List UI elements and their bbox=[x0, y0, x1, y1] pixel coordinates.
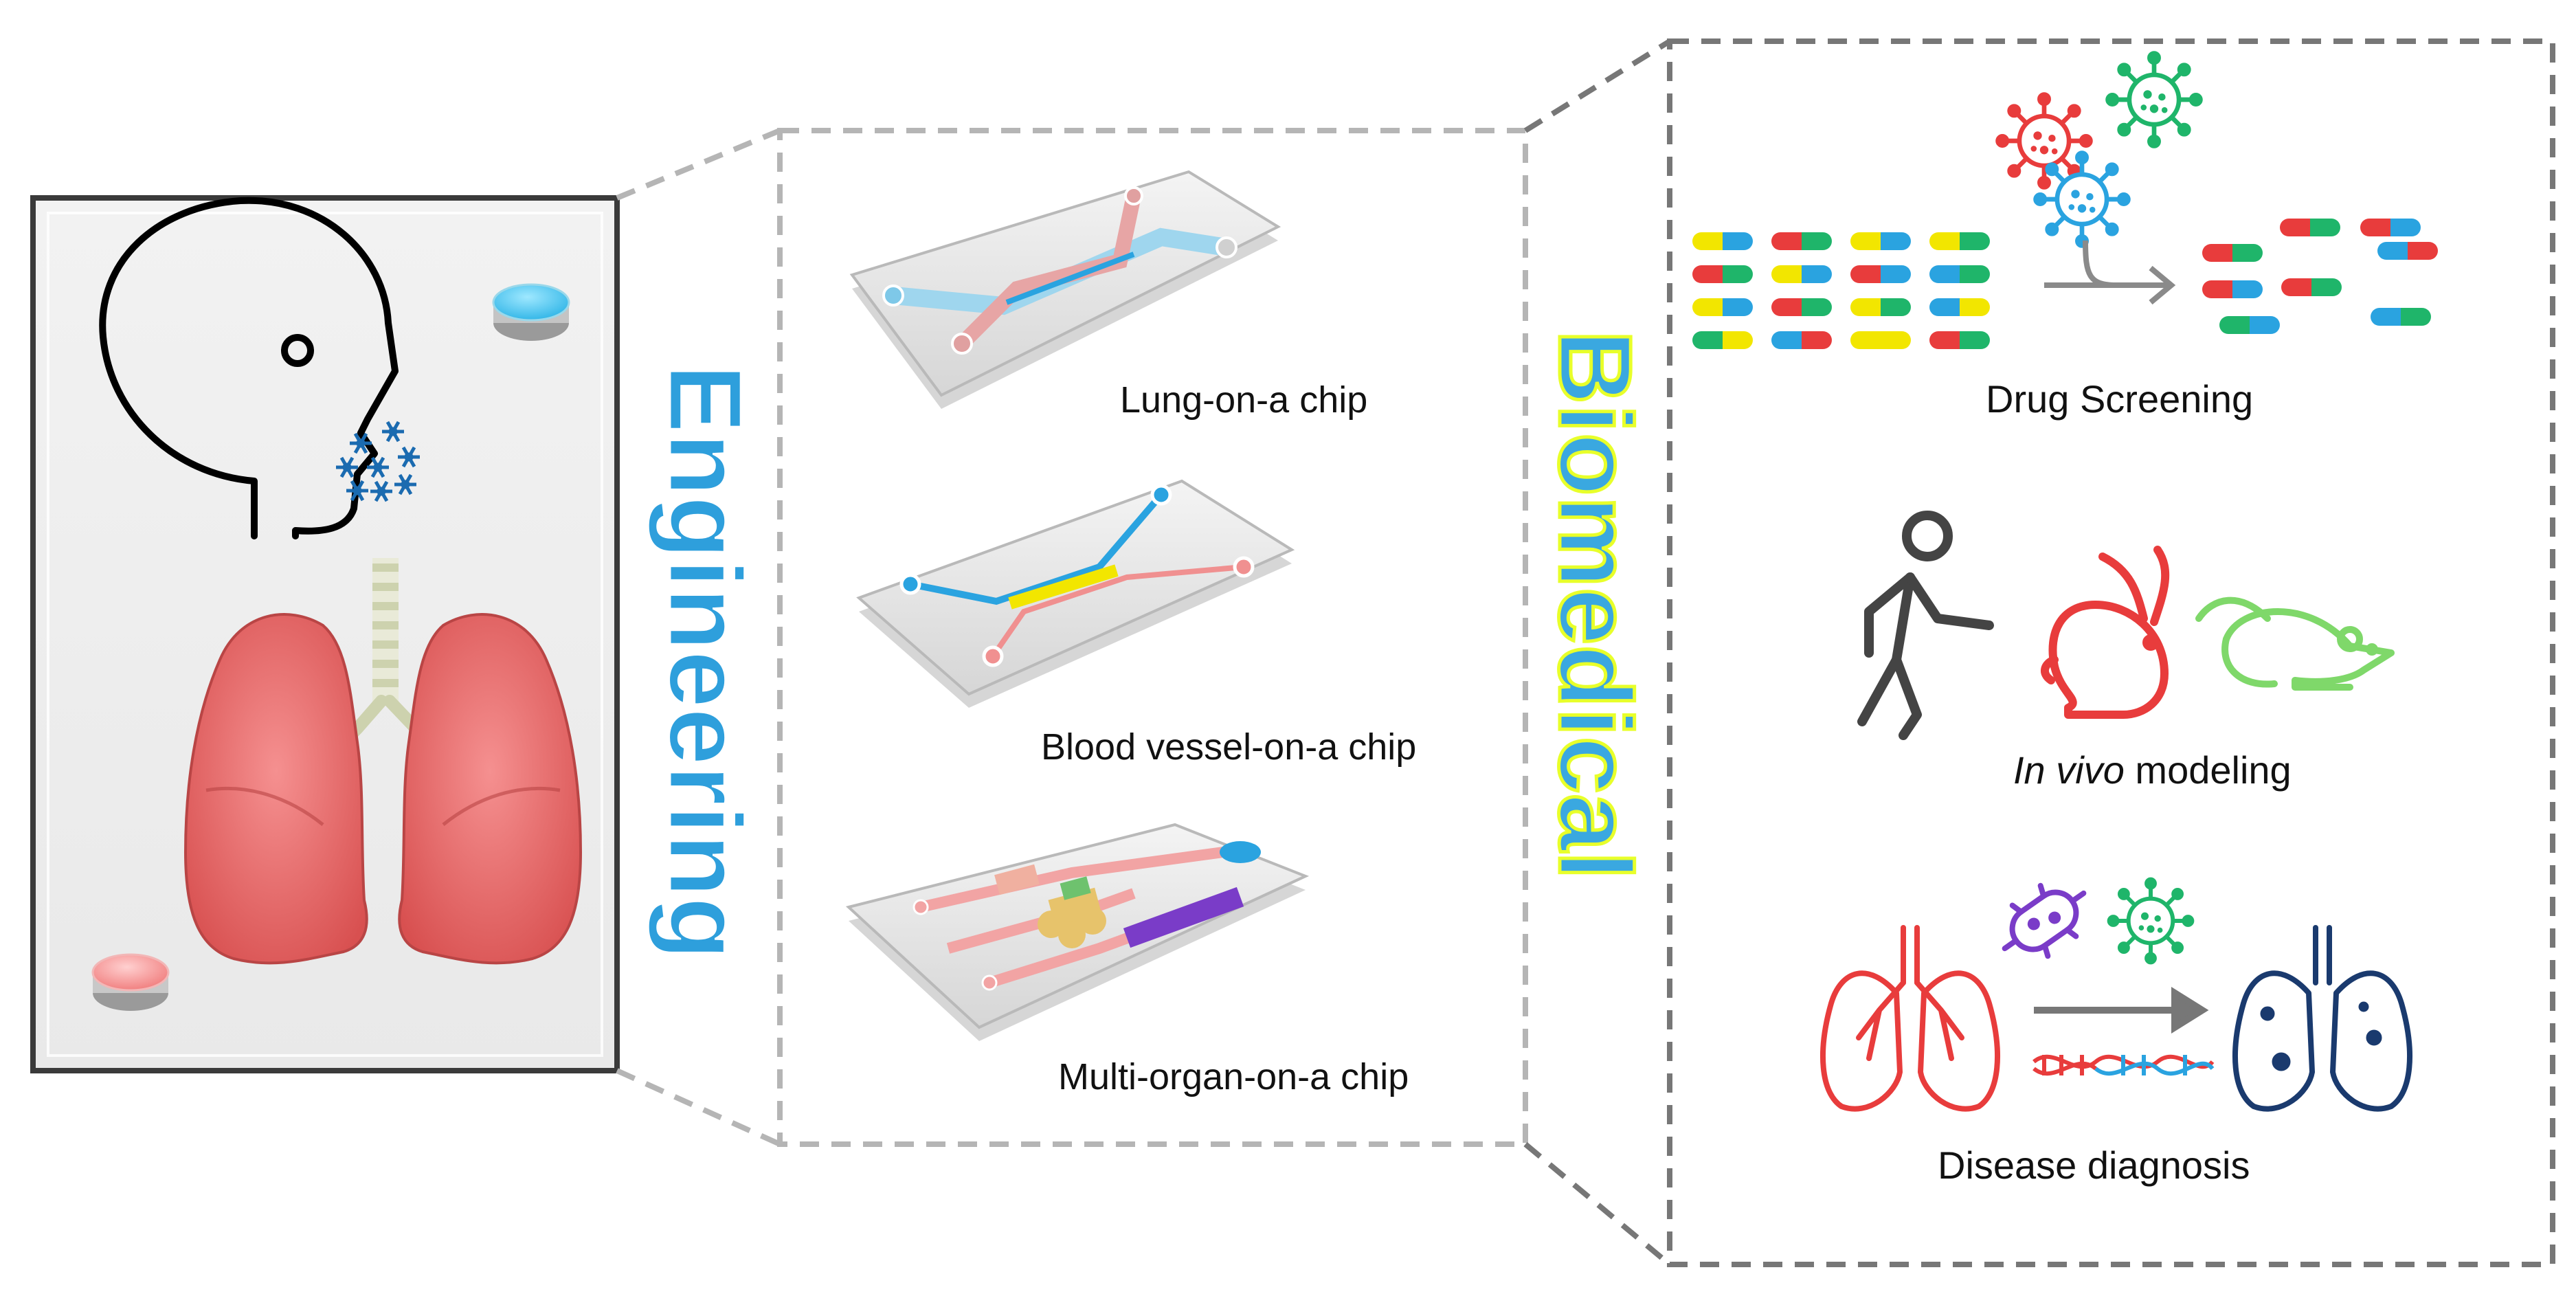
capsule-icon bbox=[2202, 280, 2263, 298]
disease-diagnosis-label: Disease diagnosis bbox=[1938, 1144, 2250, 1187]
capsule-icon bbox=[1929, 232, 1990, 250]
engineering-title: Engineering bbox=[648, 364, 763, 960]
lung-chip-icon bbox=[849, 170, 1281, 409]
capsule-icon bbox=[1850, 331, 1911, 349]
capsule-icon bbox=[1850, 232, 1911, 250]
capsule-icon bbox=[1850, 298, 1911, 316]
arrow-icon bbox=[2044, 240, 2176, 305]
capsule-icon bbox=[1771, 331, 1832, 349]
capsule-icon bbox=[2219, 316, 2280, 334]
mouse-icon bbox=[2195, 596, 2395, 691]
capsule-icon bbox=[1929, 331, 1990, 349]
multi-organ-chip-label: Multi-organ-on-a chip bbox=[1058, 1056, 1409, 1097]
capsule-icon bbox=[1771, 298, 1832, 316]
red-port-button bbox=[91, 953, 170, 1011]
biomedical-title: Biomedical bbox=[1538, 330, 1653, 880]
capsule-icon bbox=[1692, 265, 1753, 283]
diagnosis-arrow-icon bbox=[2034, 986, 2209, 1034]
human-head-icon bbox=[99, 197, 399, 539]
capsule-icon bbox=[1929, 265, 1990, 283]
bacteria-icon bbox=[2002, 882, 2087, 959]
capsule-icon bbox=[1692, 298, 1753, 316]
capsule-icon bbox=[1771, 265, 1832, 283]
vessel-chip-label: Blood vessel-on-a chip bbox=[1041, 726, 1416, 768]
multi-organ-chip-icon bbox=[845, 823, 1310, 1041]
left-panel bbox=[30, 195, 620, 1073]
virus-icon-green bbox=[2108, 54, 2201, 146]
walking-person-icon bbox=[1857, 511, 1994, 740]
invivo-label-italic: In vivo bbox=[2013, 748, 2125, 792]
capsule-icon bbox=[1692, 232, 1753, 250]
invivo-label-rest: modeling bbox=[2125, 748, 2292, 792]
biomedical-panel: Biomedical Drug Screening bbox=[1536, 38, 2555, 1267]
capsule-icon bbox=[2371, 308, 2431, 326]
lungs-icon bbox=[183, 558, 583, 965]
infected-lungs-icon bbox=[2232, 925, 2412, 1112]
capsule-icon bbox=[1929, 298, 1990, 316]
capsule-icon bbox=[2377, 242, 2438, 260]
dna-icon bbox=[2032, 1054, 2215, 1076]
capsule-icon bbox=[1850, 265, 1911, 283]
capsule-grid bbox=[1692, 232, 1990, 349]
capsule-icon bbox=[2360, 219, 2421, 236]
capsule-icon bbox=[2280, 219, 2340, 236]
capsule-icon bbox=[2281, 278, 2342, 296]
rabbit-icon bbox=[2041, 546, 2170, 719]
separated-capsules bbox=[2202, 219, 2438, 334]
drug-screening-label: Drug Screening bbox=[1986, 377, 2253, 421]
lung-chip-label: Lung-on-a chip bbox=[1120, 379, 1367, 421]
capsule-icon bbox=[2202, 244, 2263, 262]
virus-icon-green-2 bbox=[2109, 880, 2193, 963]
blue-port-button bbox=[492, 283, 570, 341]
invivo-label: In vivo modeling bbox=[2013, 748, 2292, 792]
vessel-chip-icon bbox=[856, 479, 1295, 708]
lungs-outline-icon bbox=[1820, 925, 2000, 1112]
connector-lines-2 bbox=[1523, 38, 1672, 1267]
virus-icon-blue bbox=[2036, 153, 2129, 246]
capsule-icon bbox=[1771, 232, 1832, 250]
capsule-icon bbox=[1692, 331, 1753, 349]
engineering-panel: Engineering Lung-on-a chip Blood v bbox=[647, 128, 1528, 1147]
